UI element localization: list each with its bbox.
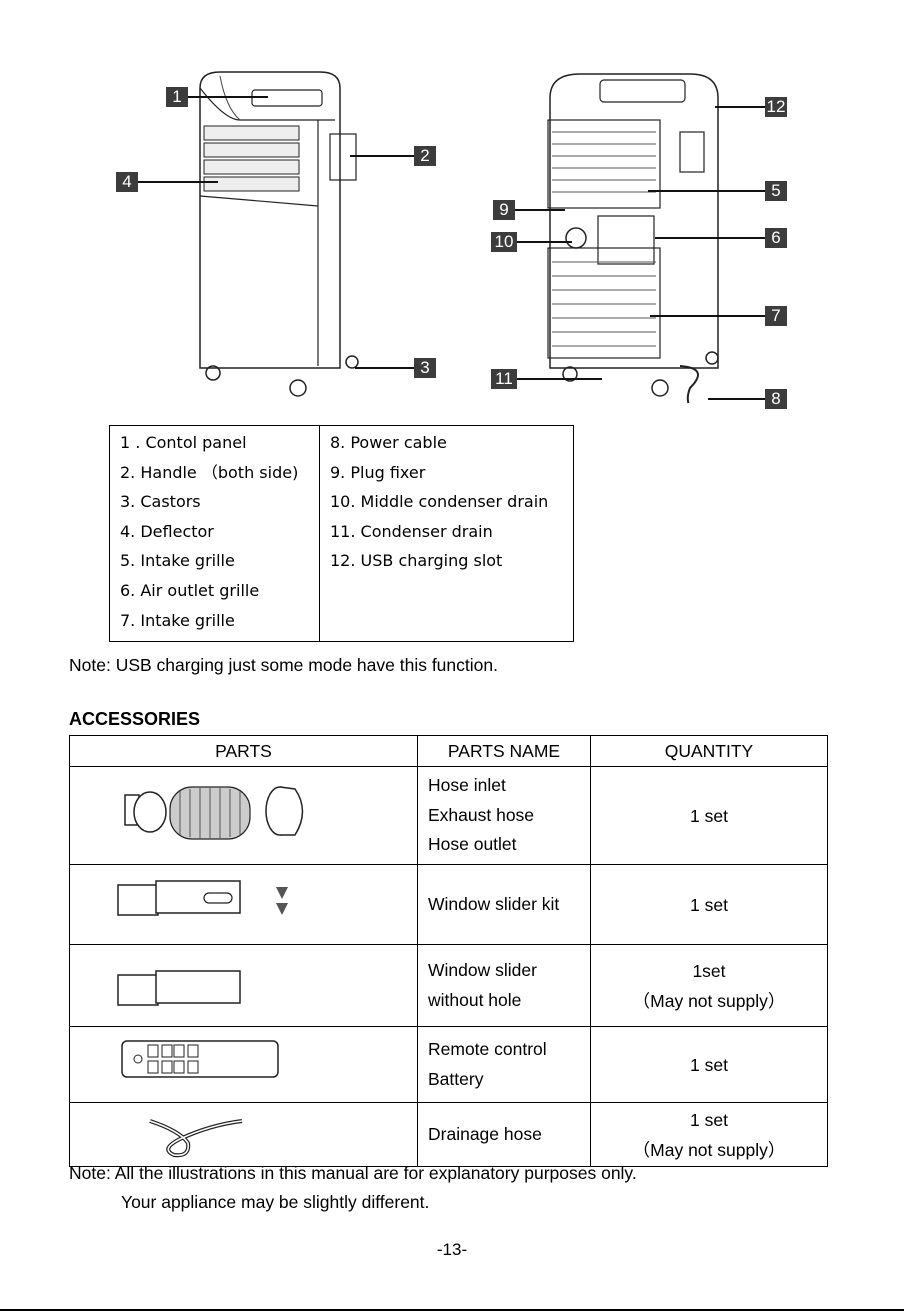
leader-line bbox=[355, 367, 414, 369]
callout-1: 1 bbox=[166, 87, 188, 107]
legend-item: 2. Handle （both side) bbox=[120, 462, 299, 482]
callout-12: 12 bbox=[765, 97, 787, 117]
leader-line bbox=[648, 190, 765, 192]
part-name: Drainage hose bbox=[428, 1123, 542, 1144]
legend-item: 12. USB charging slot bbox=[330, 551, 503, 571]
legend-item: 4. Deflector bbox=[120, 521, 214, 541]
part-name-cell: Remote control Battery bbox=[417, 1026, 591, 1103]
accessories-table: PARTS PARTS NAME QUANTITY Hose inlet bbox=[69, 735, 828, 1167]
quantity-value: （May not supply） bbox=[632, 1139, 786, 1160]
quantity-value: （May not supply） bbox=[632, 990, 786, 1011]
part-picture-cell bbox=[69, 864, 418, 945]
quantity-cell: 1 set （May not supply） bbox=[590, 1102, 828, 1167]
part-name: Exhaust hose bbox=[428, 804, 535, 825]
quantity-value: 1 set bbox=[690, 1054, 728, 1075]
legend-item: 10. Middle condenser drain bbox=[330, 492, 549, 512]
part-picture-cell bbox=[69, 1102, 418, 1167]
legend-item: 9. Plug fixer bbox=[330, 462, 426, 482]
callout-11: 11 bbox=[491, 369, 517, 389]
leader-line bbox=[715, 106, 765, 108]
quantity-value: 1 set bbox=[690, 805, 728, 826]
table-row: Window slider without hole 1set （May not… bbox=[69, 944, 828, 1027]
quantity-value: 1 set bbox=[690, 1109, 728, 1130]
callout-2: 2 bbox=[414, 146, 436, 166]
footer-note-line2: Your appliance may be slightly different… bbox=[121, 1192, 430, 1212]
part-name-cell: Hose inlet Exhaust hose Hose outlet bbox=[417, 766, 591, 865]
part-name: Window slider bbox=[428, 960, 537, 980]
part-name-cell: Window slider kit bbox=[417, 864, 591, 945]
column-header: PARTS NAME bbox=[417, 735, 591, 767]
table-row: Remote control Battery 1 set bbox=[69, 1026, 828, 1103]
window-slider-kit-illustration bbox=[117, 880, 288, 916]
leader-line bbox=[650, 315, 765, 317]
leader-line bbox=[708, 398, 765, 400]
leader-line bbox=[655, 237, 765, 239]
legend-item: 11. Condenser drain bbox=[330, 521, 493, 541]
table-row: Hose inlet Exhaust hose Hose outlet 1 se… bbox=[69, 766, 828, 865]
legend-item: 6. Air outlet grille bbox=[120, 580, 260, 600]
callout-9: 9 bbox=[493, 200, 515, 220]
legend-item: 1 . Contol panel bbox=[120, 433, 247, 452]
part-name-cell: Drainage hose bbox=[417, 1102, 591, 1167]
part-picture-cell bbox=[69, 1026, 418, 1103]
part-name: Hose outlet bbox=[428, 834, 517, 855]
drainage-hose-illustration bbox=[149, 1119, 243, 1158]
part-name: Hose inlet bbox=[428, 775, 506, 796]
quantity-cell: 1 set bbox=[590, 1026, 828, 1103]
legend-item: 7. Intake grille bbox=[120, 610, 235, 630]
part-name: Remote control bbox=[428, 1039, 547, 1059]
usb-note: Note: USB charging just some mode have t… bbox=[69, 655, 498, 675]
leader-line bbox=[517, 378, 602, 380]
footer-note-line1: Note: All the illustrations in this manu… bbox=[69, 1163, 637, 1183]
page-number: -13- bbox=[436, 1240, 468, 1259]
bottom-rule bbox=[0, 1309, 904, 1311]
part-name-cell: Window slider without hole bbox=[417, 944, 591, 1027]
hose-kit-illustration bbox=[124, 786, 304, 840]
legend-item: 8. Power cable bbox=[330, 433, 447, 452]
leader-line bbox=[517, 241, 572, 243]
callout-8: 8 bbox=[765, 389, 787, 409]
remote-control-illustration bbox=[121, 1040, 279, 1078]
leader-line bbox=[350, 155, 414, 157]
table-row: Window slider kit 1 set bbox=[69, 864, 828, 945]
legend-item: 3. Castors bbox=[120, 492, 201, 512]
quantity-cell: 1 set bbox=[590, 766, 828, 865]
parts-legend: 1 . Contol panel 2. Handle （both side) 3… bbox=[109, 425, 574, 642]
accessories-heading: ACCESSORIES bbox=[69, 709, 201, 729]
leader-line bbox=[188, 96, 268, 98]
callout-10: 10 bbox=[491, 232, 517, 252]
legend-right-column: 8. Power cable 9. Plug fixer 10. Middle … bbox=[330, 432, 548, 580]
legend-divider bbox=[319, 426, 320, 641]
part-picture-cell bbox=[69, 766, 418, 865]
table-row: Drainage hose 1 set （May not supply） bbox=[69, 1102, 828, 1167]
part-name: without hole bbox=[428, 989, 522, 1010]
column-header: PARTS bbox=[69, 735, 418, 767]
window-slider-illustration bbox=[117, 970, 241, 1006]
legend-item: 5. Intake grille bbox=[120, 551, 235, 571]
leader-line bbox=[138, 181, 218, 183]
unit-back-illustration bbox=[547, 73, 719, 403]
column-header: QUANTITY bbox=[590, 735, 828, 767]
table-header-row: PARTS PARTS NAME QUANTITY bbox=[69, 735, 828, 767]
leader-line bbox=[515, 209, 565, 211]
legend-left-column: 1 . Contol panel 2. Handle （both side) 3… bbox=[120, 432, 298, 639]
callout-6: 6 bbox=[765, 228, 787, 248]
callout-4: 4 bbox=[116, 172, 138, 192]
callout-5: 5 bbox=[765, 181, 787, 201]
quantity-value: 1 set bbox=[690, 894, 728, 915]
part-name: Battery bbox=[428, 1068, 484, 1089]
callout-3: 3 bbox=[414, 358, 436, 378]
unit-front-illustration bbox=[199, 71, 359, 397]
part-picture-cell bbox=[69, 944, 418, 1027]
quantity-cell: 1 set bbox=[590, 864, 828, 945]
quantity-value: 1set bbox=[692, 960, 726, 981]
part-name: Window slider kit bbox=[428, 893, 560, 914]
quantity-cell: 1set （May not supply） bbox=[590, 944, 828, 1027]
callout-7: 7 bbox=[765, 306, 787, 326]
